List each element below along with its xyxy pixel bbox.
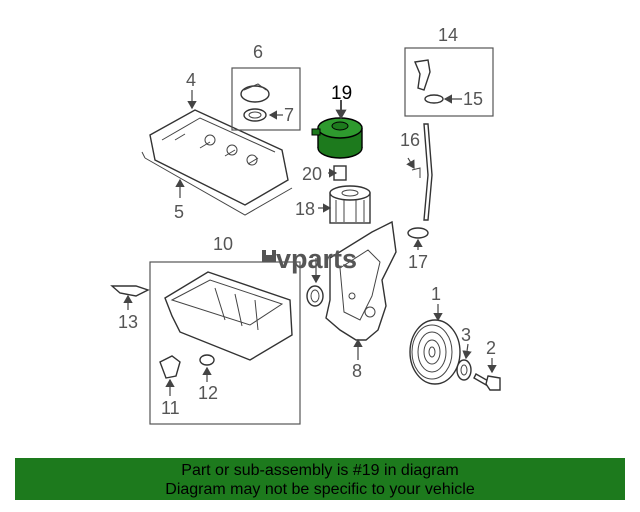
parts-diagram: vparts 1 2 3 4 5 6 7 8 10 11 12 13 14 15… [110, 25, 501, 425]
timing-cover-part[interactable] [325, 220, 397, 341]
valve-cover-part[interactable] [149, 109, 289, 206]
drain-plug-part[interactable] [159, 355, 181, 379]
callout-15: 15 [463, 89, 483, 109]
oil-dipstick-part[interactable] [414, 59, 431, 91]
drain-plug-gasket-part[interactable] [199, 354, 215, 366]
callout-19-highlighted: 19 [331, 83, 352, 104]
banner-line-1: Part or sub-assembly is #19 in diagram [181, 462, 459, 479]
banner-line-2: Diagram may not be specific to your vehi… [165, 481, 475, 498]
part-6-box [231, 67, 301, 131]
callout-17: 17 [408, 252, 428, 272]
callout-3: 3 [461, 325, 471, 345]
callout-1: 1 [431, 284, 441, 304]
callout-11: 11 [161, 398, 180, 418]
valve-cover-gasket-part[interactable] [141, 151, 293, 216]
callout-13: 13 [118, 312, 138, 332]
pulley-washer-part[interactable] [456, 359, 472, 381]
timing-cover-o-ring-part[interactable] [306, 285, 324, 307]
tube-seal-part[interactable] [407, 227, 429, 239]
part-notice-banner: Part or sub-assembly is #19 in diagram D… [15, 458, 625, 500]
crankshaft-pulley-part[interactable] [409, 319, 461, 385]
callout-5: 5 [174, 202, 184, 222]
callout-2: 2 [486, 338, 496, 358]
watermark-text: vparts [276, 244, 357, 274]
callout-6: 6 [253, 42, 263, 62]
dipstick-o-ring-part[interactable] [424, 94, 444, 104]
callout-8: 8 [352, 361, 362, 381]
oil-pan-part[interactable] [164, 271, 293, 361]
oil-pan-bracket-part[interactable] [110, 285, 150, 297]
vparts-watermark: vparts [262, 244, 357, 274]
callout-7: 7 [284, 105, 294, 125]
callout-16: 16 [400, 130, 420, 150]
callout-4: 4 [186, 70, 196, 90]
oil-filter-part[interactable] [329, 185, 371, 224]
oil-filler-cap-part[interactable] [240, 83, 270, 103]
pulley-bolt-part[interactable] [473, 373, 501, 391]
part-10-box [149, 261, 301, 425]
dipstick-tube-part[interactable] [411, 123, 433, 221]
part-14-box [404, 47, 494, 117]
callout-14: 14 [438, 25, 458, 45]
callout-10: 10 [213, 234, 233, 254]
callout-18: 18 [295, 199, 315, 219]
callout-12: 12 [198, 383, 218, 403]
oil-cooler-part-highlighted[interactable] [311, 117, 363, 159]
callout-20: 20 [302, 164, 322, 184]
filler-cap-gasket-part[interactable] [243, 108, 267, 122]
